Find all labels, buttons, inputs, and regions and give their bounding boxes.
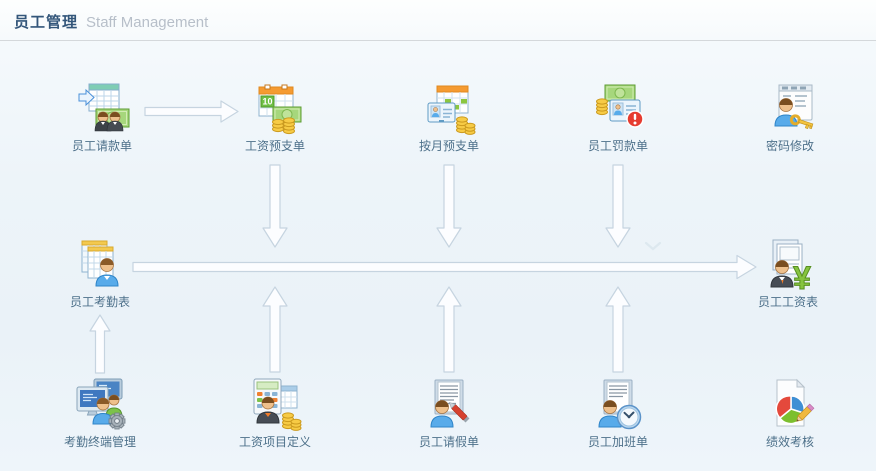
overtime-request-icon bbox=[598, 379, 642, 430]
arrow-staff-fine-down bbox=[605, 164, 631, 248]
monthly-advance-icon bbox=[427, 85, 476, 135]
menu-item-label: 工资项目定义 bbox=[238, 435, 311, 449]
payroll-sheet-icon: ¥ bbox=[770, 239, 812, 292]
menu-item-label: 绩效考核 bbox=[765, 435, 814, 449]
menu-item-label: 工资预支单 bbox=[244, 139, 305, 153]
payment-request-icon bbox=[78, 83, 130, 132]
attendance-terminal-icon bbox=[76, 378, 126, 430]
menu-item-monthly-advance[interactable]: 按月预支单 bbox=[379, 80, 519, 154]
watermark-chevron-icon bbox=[644, 241, 662, 251]
arrow-leave-request-up bbox=[436, 286, 462, 373]
page-subtitle: Staff Management bbox=[86, 14, 209, 31]
password-change-icon bbox=[774, 84, 814, 130]
arrow-overtime-up bbox=[605, 286, 631, 373]
arrow-monthly-advance-down bbox=[436, 164, 462, 248]
arrow-attendance-to-payroll bbox=[132, 254, 757, 280]
staff-fine-icon bbox=[596, 84, 644, 128]
arrow-salary-item-up bbox=[262, 286, 288, 373]
menu-item-label: 密码修改 bbox=[765, 139, 814, 153]
menu-item-label: 员工考勤表 bbox=[69, 295, 130, 309]
salary-advance-icon: 10 bbox=[258, 84, 302, 135]
menu-item-leave-request[interactable]: 员工请假单 bbox=[379, 376, 519, 450]
svg-text:10: 10 bbox=[262, 97, 272, 107]
leave-request-icon bbox=[430, 379, 470, 428]
menu-item-label: 员工加班单 bbox=[587, 435, 648, 449]
performance-review-icon bbox=[775, 378, 815, 427]
menu-item-label: 员工请假单 bbox=[418, 435, 479, 449]
attendance-sheet-icon bbox=[81, 240, 119, 287]
arrow-terminal-up bbox=[89, 314, 111, 374]
salary-item-definition-icon bbox=[253, 378, 302, 431]
menu-item-overtime-request[interactable]: 员工加班单 bbox=[548, 376, 688, 450]
menu-item-attendance-terminal[interactable]: 考勤终端管理 bbox=[30, 376, 170, 450]
svg-text:¥: ¥ bbox=[793, 260, 811, 292]
menu-item-payroll-sheet[interactable]: ¥ 员工工资表 bbox=[718, 236, 858, 310]
menu-item-salary-item-definition[interactable]: 工资项目定义 bbox=[205, 376, 345, 450]
menu-item-performance-review[interactable]: 绩效考核 bbox=[720, 376, 860, 450]
page-header: 员工管理 Staff Management bbox=[0, 0, 876, 41]
menu-item-label: 员工工资表 bbox=[757, 295, 818, 309]
menu-item-password-change[interactable]: 密码修改 bbox=[720, 80, 860, 154]
menu-item-label: 考勤终端管理 bbox=[63, 435, 136, 449]
menu-item-payment-request[interactable]: 员工请款单 bbox=[32, 80, 172, 154]
menu-item-staff-fine[interactable]: 员工罚款单 bbox=[548, 80, 688, 154]
arrow-payment-to-advance bbox=[144, 100, 239, 123]
menu-item-label: 员工请款单 bbox=[71, 139, 132, 153]
menu-item-label: 按月预支单 bbox=[418, 139, 479, 153]
menu-item-salary-advance[interactable]: 10 工资预支单 bbox=[205, 80, 345, 154]
page-title: 员工管理 bbox=[14, 14, 79, 31]
menu-item-label: 员工罚款单 bbox=[587, 139, 648, 153]
menu-item-attendance-sheet[interactable]: 员工考勤表 bbox=[30, 236, 170, 310]
arrow-salary-advance-down bbox=[262, 164, 288, 248]
